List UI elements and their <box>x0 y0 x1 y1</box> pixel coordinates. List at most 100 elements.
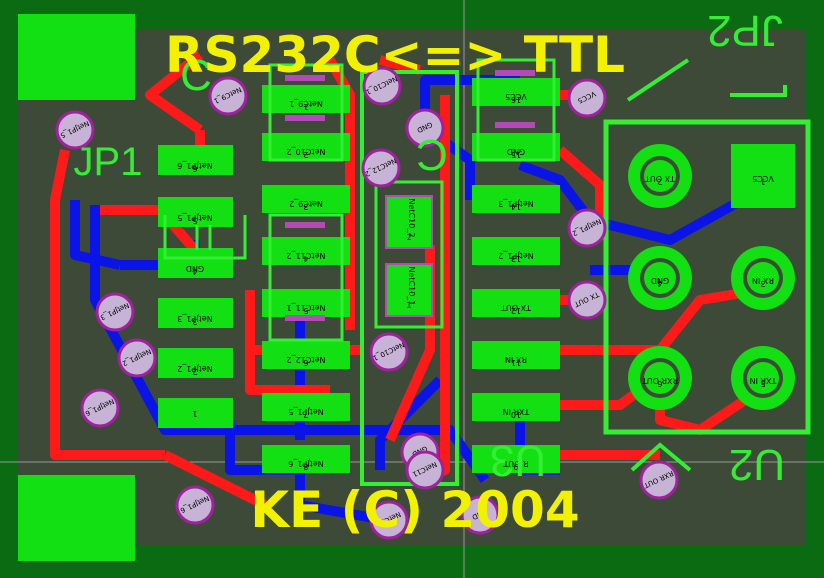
u2-pad-9-num: 9 <box>513 462 518 471</box>
via <box>567 208 607 248</box>
u2-pad-16-net: VCC5 <box>505 92 527 101</box>
jp2-connector: VCC5 1 TX OUT 2 RX IN 3 GND 4 TXR IN 5 R… <box>603 119 811 435</box>
u2-pad-8-net: NetJP1_6 <box>288 459 323 468</box>
via <box>405 450 445 490</box>
u2-pad-3-net: NetC9_2 <box>289 199 323 208</box>
u2-pad-2-net: NetC10_2 <box>287 147 326 156</box>
u2-pad-4-net: NetC11_2 <box>287 251 326 260</box>
via <box>362 66 402 106</box>
jp1-pad-4 <box>158 248 233 278</box>
u3-designator: U3 <box>490 436 546 485</box>
u2-pad-5-net: NetC11_1 <box>287 303 326 312</box>
u2-pad-6-net: NetC12_2 <box>287 355 326 364</box>
jp1-pad-4-num: 4 <box>192 267 197 276</box>
u2-left-pads: NetC9_1 1 NetC10_2 2 NetC9_2 3 NetC11_2 … <box>262 85 350 473</box>
jp2-pad-1 <box>731 144 795 208</box>
jp2-designator: JP2 <box>707 6 783 55</box>
via <box>460 495 500 535</box>
u2-pad-10-num: 10 <box>511 410 521 419</box>
via <box>369 500 409 540</box>
cap-pads-left <box>285 75 325 321</box>
jp2-pad-5-num: 5 <box>760 379 765 388</box>
u2-pad-6-num: 6 <box>303 358 308 367</box>
jp1-pad-5 <box>158 197 233 227</box>
board-title: RS232C<=> TTL <box>165 26 625 84</box>
u2-pad-13-net: NetJP1_2 <box>498 251 533 260</box>
u2-pad-15-net: GND <box>507 147 525 156</box>
jp1-pad-6-net: NetJP1_6 <box>177 161 212 170</box>
jp2-pad-2-num: 2 <box>657 177 662 186</box>
u2-pad-12-net: TX OUT <box>501 303 532 312</box>
u2-pad-14-net: NetJP1_3 <box>498 199 533 208</box>
jp1-pad-6 <box>158 145 233 175</box>
jp1-pad-5-net: NetJP1_5 <box>177 213 212 222</box>
jp1-pad-2 <box>158 348 233 378</box>
jp1-pad-2-num: 2 <box>192 367 197 376</box>
jp1-pad-3 <box>158 298 233 328</box>
via <box>369 332 409 372</box>
jp1-pad-3-num: 3 <box>192 317 197 326</box>
jp2-pad-1-net: VCC5 <box>752 174 774 183</box>
jp1-pad-6-num: 6 <box>192 164 197 173</box>
c-outline <box>163 215 247 260</box>
u2-pad-16-num: 16 <box>511 95 521 104</box>
c-designator-mid: C <box>416 130 448 179</box>
via <box>405 108 445 148</box>
via <box>175 485 215 525</box>
left-cap-outlines <box>268 63 344 342</box>
u2-pad-11-num: 11 <box>511 358 521 367</box>
via <box>117 338 157 378</box>
u2-pad-10-net: TXR IN <box>503 407 531 416</box>
mid-cap-2-num: 2 <box>406 233 411 242</box>
mid-caps: NetC10_2 2 NetC10_1 1 <box>374 180 444 329</box>
u2-pad-1-net: NetC9_1 <box>289 99 323 108</box>
u2-pad-1-num: 1 <box>303 102 308 111</box>
u2-pad-7-num: 7 <box>303 410 308 419</box>
c-designator-top: C <box>180 51 212 100</box>
u2-pad-14-num: 14 <box>511 202 521 211</box>
u2-body-outline <box>360 70 459 486</box>
silk-outlines <box>626 58 787 472</box>
jp2-pad-3-num: 3 <box>760 279 765 288</box>
jp2-pad-3-net: RX IN <box>752 276 774 285</box>
u2-pad-4-num: 4 <box>303 254 308 263</box>
jp1-designator: JP1 <box>74 140 143 184</box>
u2-pad-9-net: R OUT <box>503 459 528 468</box>
u2-pad-15-num: 15 <box>511 150 521 159</box>
u2-pad-7-net: NetJP1_5 <box>288 407 323 416</box>
jp2-pad-4-num: 4 <box>657 279 662 288</box>
cap-pads-right <box>495 70 535 128</box>
u2-designator: U2 <box>729 440 785 489</box>
jp2-pad-1-num: 1 <box>760 177 765 186</box>
u2-pad-8-num: 8 <box>303 462 308 471</box>
right-cap-outlines <box>476 58 556 162</box>
via <box>361 148 401 188</box>
u2-pad-3-num: 3 <box>303 202 308 211</box>
jp1-pad-2-net: NetJP1_2 <box>177 364 212 373</box>
u2-pad-5-num: 5 <box>303 306 308 315</box>
via <box>95 292 135 332</box>
jp1-pad-1 <box>158 398 233 428</box>
jp2-pad-5-net: TXR IN <box>750 376 778 385</box>
mid-cap-2-net: NetC10_2 <box>407 199 416 238</box>
jp1-pad-3-net: NetJP1_3 <box>177 314 212 323</box>
jp2-pad-6-num: 6 <box>657 379 662 388</box>
via <box>208 76 248 116</box>
u2-right-pads: VCC5 16 GND 15 NetJP1_3 14 NetJP1_2 13 T… <box>472 78 560 473</box>
via <box>567 78 607 118</box>
jp1-pad-5-num: 5 <box>192 216 197 225</box>
board-credit: KE (C) 2004 <box>250 481 579 539</box>
jp2-pad-2-net: TX OUT <box>645 174 676 183</box>
u2-pad-13-num: 13 <box>511 254 521 263</box>
u2-pad-12-num: 12 <box>511 306 521 315</box>
via <box>80 388 120 428</box>
jp2-pad-6-net: RXR OUT <box>642 376 678 385</box>
mounting-pad-bottom-left <box>18 475 135 561</box>
jp2-pad-4-net: GND <box>651 276 669 285</box>
mounting-pad-top-left <box>18 14 135 100</box>
mid-cap-1-net: NetC10_1 <box>407 267 416 306</box>
u2-pad-2-num: 2 <box>303 150 308 159</box>
via <box>55 110 95 150</box>
